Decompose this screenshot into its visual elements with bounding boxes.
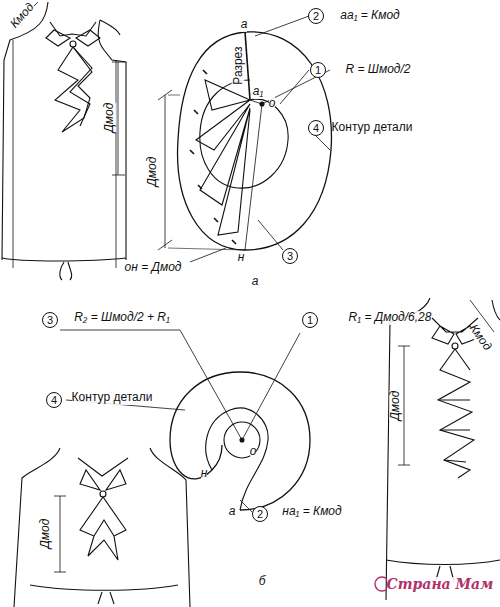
dimension-label: Дмод bbox=[39, 519, 52, 549]
callout-circle: 3 bbox=[282, 248, 298, 264]
dimension-label: R = Шмод/2 bbox=[346, 63, 411, 76]
dimension-label: о bbox=[250, 445, 257, 458]
callout-circle: 4 bbox=[308, 120, 324, 136]
callout-number: 4 bbox=[51, 394, 57, 406]
dimension-label: а bbox=[229, 505, 236, 518]
dimension-label: R₂ = Шмод/2 + R₁ bbox=[74, 311, 170, 324]
dimension-label: Дмод bbox=[389, 391, 402, 421]
dimension-label: Дмод bbox=[146, 157, 159, 187]
callout-number: 2 bbox=[257, 508, 263, 520]
dimension-label: аа₁ = Кмод bbox=[340, 9, 399, 22]
dimension-label: Контур детали bbox=[72, 391, 153, 404]
callout-circle: 1 bbox=[310, 62, 326, 78]
dimension-label: на₁ = Кмод bbox=[282, 505, 341, 518]
callout-number: 2 bbox=[313, 10, 319, 22]
dimension-label: а₁ bbox=[253, 85, 263, 98]
dimension-label: Кмод bbox=[466, 323, 493, 354]
dimension-label: Контур детали bbox=[332, 121, 413, 134]
dimension-label: н bbox=[201, 467, 208, 480]
dimension-label: б bbox=[259, 575, 266, 588]
dimension-label: Дмод bbox=[103, 103, 116, 133]
callout-circle: 4 bbox=[46, 392, 62, 408]
dimension-label: R₁ = Дмод/6,28 bbox=[349, 311, 432, 324]
dimension-label: Кмод bbox=[8, 1, 37, 31]
dimension-label: н bbox=[238, 251, 245, 264]
callout-number: 4 bbox=[313, 122, 319, 134]
watermark: Страна Мам bbox=[387, 577, 494, 592]
dimension-label: Разрез bbox=[231, 47, 244, 85]
dimension-label: он = Дмод bbox=[125, 261, 182, 274]
dimension-label: о bbox=[269, 97, 276, 110]
callout-circle: 2 bbox=[308, 8, 324, 24]
dimension-label: а bbox=[252, 275, 259, 288]
dimension-label: а bbox=[241, 18, 248, 31]
callout-circle: 1 bbox=[302, 312, 318, 328]
callout-circle: 2 bbox=[252, 506, 268, 522]
callout-number: 1 bbox=[315, 64, 321, 76]
callout-circle: 3 bbox=[42, 312, 58, 328]
callout-number: 1 bbox=[307, 314, 313, 326]
callout-number: 3 bbox=[47, 314, 53, 326]
callout-number: 3 bbox=[287, 250, 293, 262]
